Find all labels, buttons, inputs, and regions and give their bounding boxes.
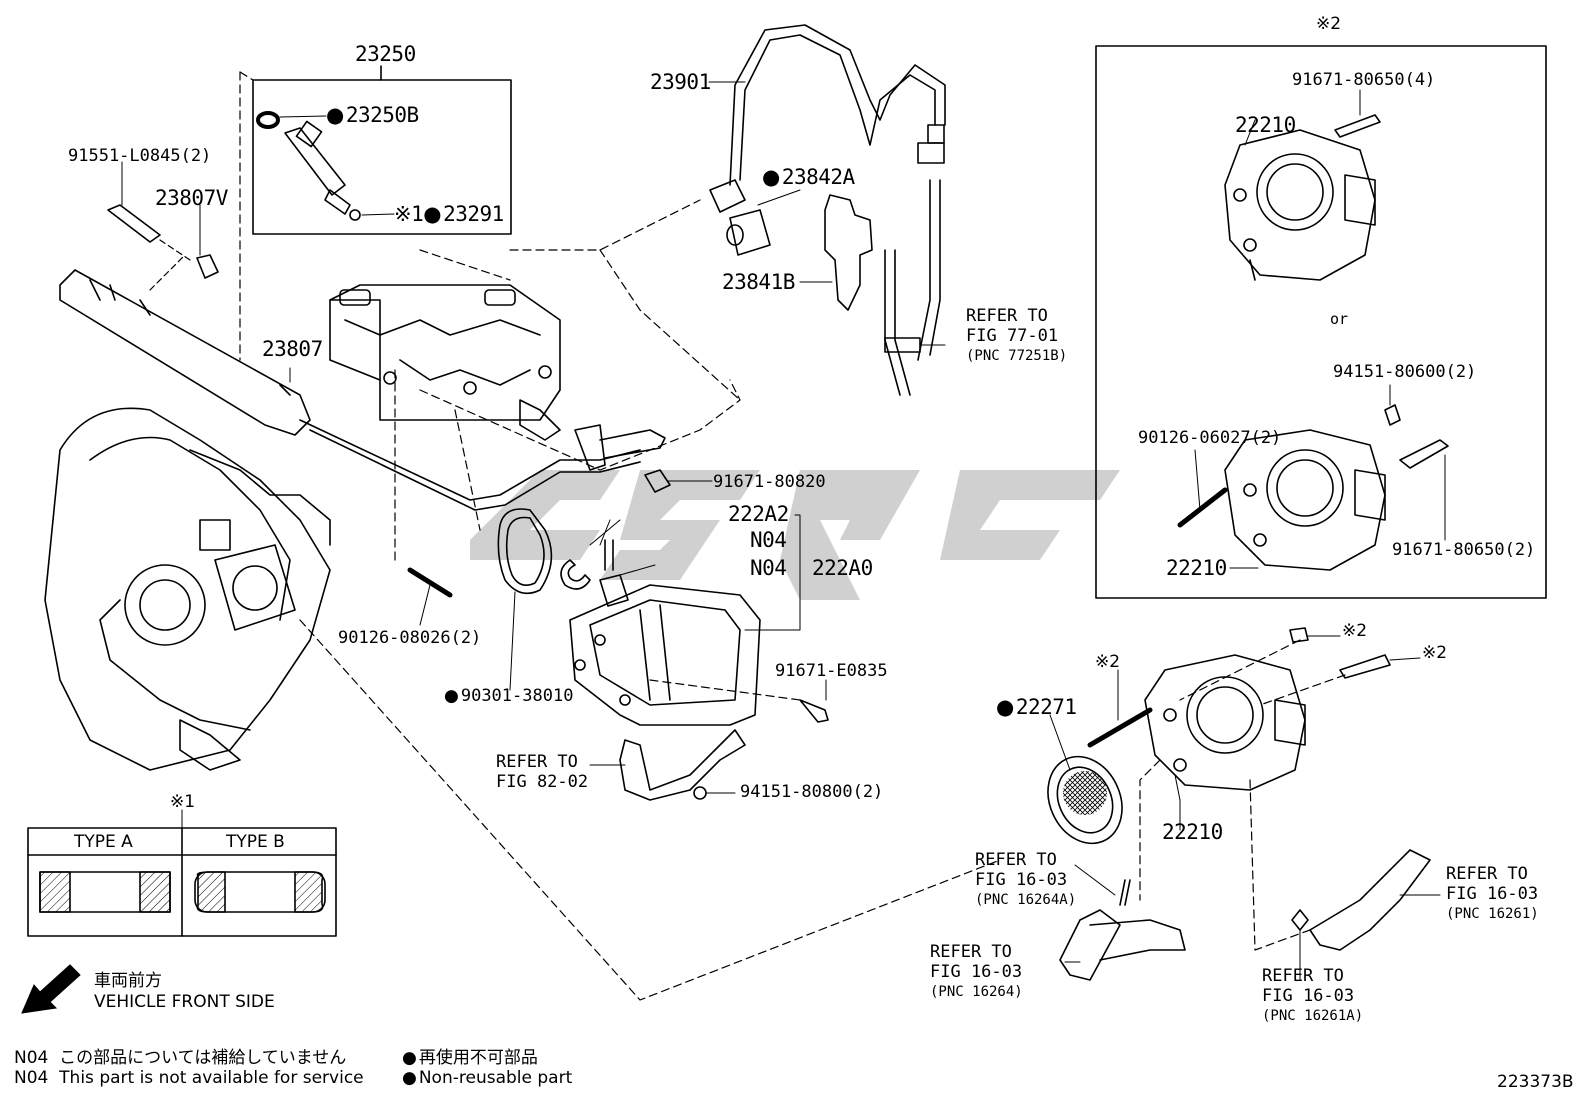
- vacuum-hose: [739, 34, 936, 181]
- label-90126-06027: 90126-06027(2): [1138, 428, 1282, 448]
- label-23842a: 23842A: [762, 165, 855, 189]
- label-222a0: 222A0: [812, 556, 873, 580]
- legend-n04-jp-row: N04 この部品については補給していません: [14, 1043, 346, 1068]
- alt-throttle-box: [1095, 45, 1547, 599]
- note2-nut: ※2: [1342, 621, 1368, 641]
- note2-stud: ※2: [1095, 652, 1121, 672]
- label-91551: 91551-L0845(2): [68, 146, 212, 166]
- refer-16c-line3: (PNC 16261): [1446, 906, 1539, 922]
- label-23807v: 23807V: [155, 186, 228, 210]
- refer-16b-line1: REFER TO: [930, 942, 1012, 962]
- refer-fig-82-02: REFER TO FIG 82-02: [496, 752, 588, 792]
- label-23291-num: 23291: [423, 202, 504, 226]
- refer-16c-line2: FIG 16-03: [1446, 884, 1539, 904]
- refer-16b-line2: FIG 16-03: [930, 962, 1023, 982]
- label-23841b: 23841B: [722, 270, 795, 294]
- refer-fig-16-03-b: REFER TO FIG 16-03 (PNC 16264): [930, 942, 1023, 1002]
- refer-16d-line1: REFER TO: [1262, 966, 1344, 986]
- gasket: [497, 508, 553, 595]
- legend-nonreuse-jp: 再使用不可部品: [402, 1043, 538, 1068]
- label-91671-80820: 91671-80820: [713, 472, 826, 492]
- note-mark: ※1: [394, 202, 424, 226]
- refer-fig-16-03-c: REFER TO FIG 16-03 (PNC 16261): [1446, 864, 1539, 924]
- refer-16a-line3: (PNC 16264A): [975, 892, 1077, 908]
- injector-box: [252, 79, 512, 235]
- label-94151-80800: 94151-80800(2): [740, 782, 884, 802]
- label-22271: 22271: [996, 695, 1077, 719]
- label-222a2: 222A2: [728, 502, 789, 526]
- legend-n04-code-jp: N04: [14, 1048, 49, 1068]
- legend-n04-en: This part is not available for service: [59, 1068, 364, 1088]
- refer-fig-16-03-a: REFER TO FIG 16-03 (PNC 16264A): [975, 850, 1076, 910]
- label-23250b: 23250B: [326, 103, 419, 127]
- refer-16a-line2: FIG 16-03: [975, 870, 1068, 890]
- refer-82-line2: FIG 82-02: [496, 772, 589, 792]
- refer-77-line1: REFER TO: [966, 306, 1048, 326]
- refer-82-line1: REFER TO: [496, 752, 578, 772]
- type-table-mark: ※1: [170, 792, 196, 812]
- throttle-body: [1144, 654, 1306, 791]
- note2-box: ※2: [1316, 14, 1342, 34]
- label-91671-80650-4: 91671-80650(4): [1292, 70, 1436, 90]
- refer-fig-16-03-d: REFER TO FIG 16-03 (PNC 16261A): [1262, 966, 1363, 1026]
- label-91671-e0835: 91671-E0835: [775, 661, 888, 681]
- refer-77-line2: FIG 77-01: [966, 326, 1059, 346]
- note2-bolt: ※2: [1422, 643, 1448, 663]
- or-text: or: [1330, 310, 1349, 328]
- refer-16d-line2: FIG 16-03: [1262, 986, 1355, 1006]
- type-a-header: TYPE A: [74, 832, 133, 852]
- label-23901: 23901: [650, 70, 711, 94]
- refer-16b-line3: (PNC 16264): [930, 984, 1023, 1000]
- cylinder-head: [329, 284, 561, 421]
- refer-77-line3: (PNC 77251B): [966, 348, 1068, 364]
- label-n04-b: N04: [750, 556, 787, 580]
- label-23250: 23250: [355, 42, 416, 66]
- label-22210-bottom: 22210: [1162, 820, 1223, 844]
- refer-fig-77-01: REFER TO FIG 77-01 (PNC 77251B): [966, 306, 1067, 366]
- label-n04-a: N04: [750, 528, 787, 552]
- throttle-actuator: [569, 584, 761, 726]
- label-22210-box-top: 22210: [1235, 113, 1296, 137]
- legend-n04-jp: この部品については補給していません: [59, 1048, 347, 1068]
- turbo-assembly: [44, 407, 331, 771]
- legend-n04-code-en: N04: [14, 1068, 49, 1088]
- refer-16c-line1: REFER TO: [1446, 864, 1528, 884]
- label-90301-38010: 90301-38010: [444, 686, 574, 706]
- label-90126-08026: 90126-08026(2): [338, 628, 482, 648]
- refer-16d-line3: (PNC 16261A): [1262, 1008, 1364, 1024]
- label-23291: ※123291: [394, 202, 504, 226]
- label-94151-80600: 94151-80600(2): [1333, 362, 1477, 382]
- front-en: VEHICLE FRONT SIDE: [94, 992, 275, 1012]
- label-22210-box-bottom: 22210: [1166, 556, 1227, 580]
- label-23807: 23807: [262, 337, 323, 361]
- refer-16a-line1: REFER TO: [975, 850, 1057, 870]
- front-arrow-icon: [21, 964, 81, 1014]
- legend-nonreuse-en: Non-reusable part: [402, 1068, 572, 1088]
- diagram-id: 223373B: [1497, 1072, 1574, 1092]
- label-91671-80650-2: 91671-80650(2): [1392, 540, 1536, 560]
- legend-n04-en-row: N04 This part is not available for servi…: [14, 1068, 364, 1088]
- front-jp: 車両前方: [94, 971, 162, 991]
- type-b-header: TYPE B: [226, 832, 285, 852]
